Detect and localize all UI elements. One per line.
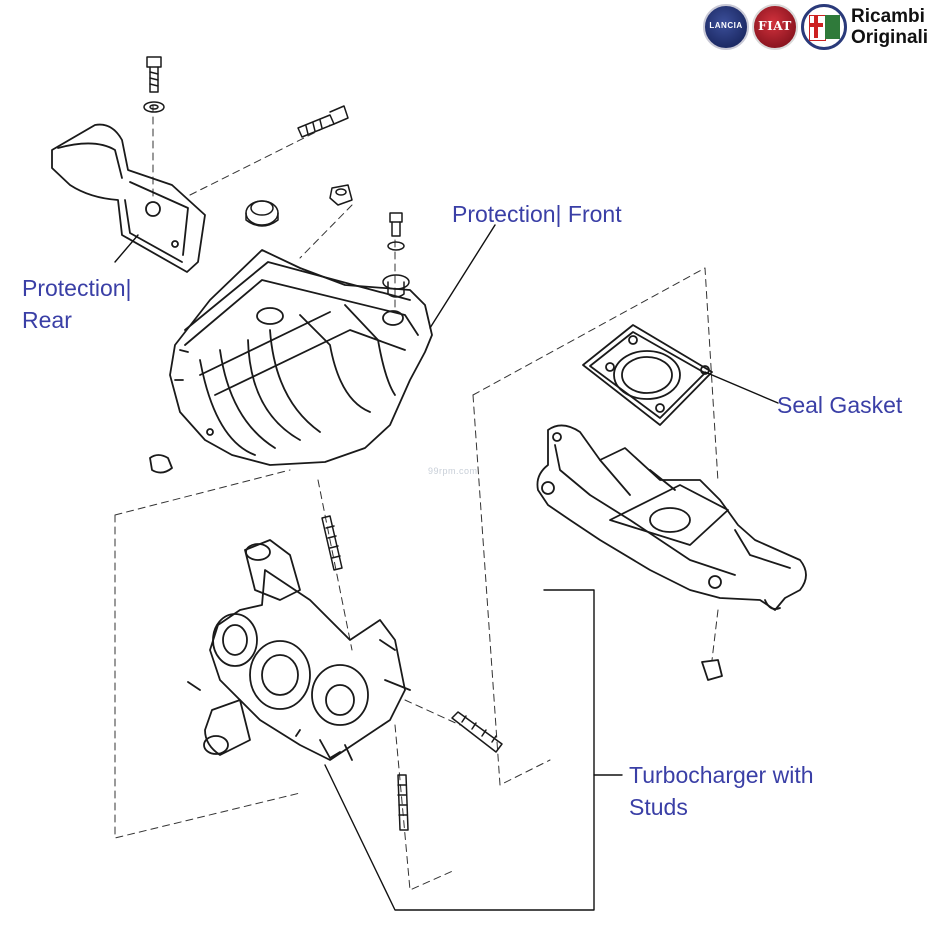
protection-rear-part [51, 123, 206, 273]
callout-seal-gasket: Seal Gasket [777, 389, 902, 421]
watermark-text: 99rpm.com [428, 466, 478, 476]
lancia-logo-icon: LANCIA [703, 4, 749, 50]
assembly-guide-lines [114, 104, 719, 891]
protection-front-part [149, 249, 433, 474]
callout-turbocharger: Turbocharger with Studs [629, 759, 814, 823]
stud-fasteners [321, 515, 503, 831]
alfa-cross-vertical [814, 16, 818, 38]
callout-protection-front-line-1: Protection| Front [452, 201, 622, 227]
alfa-serpent-panel [825, 15, 840, 39]
callout-protection-rear-line-1: Protection| [22, 275, 132, 301]
callout-leader-lines [114, 224, 779, 911]
callout-protection-rear-line-2: Rear [22, 307, 72, 333]
brand-line-1: Ricambi [851, 6, 925, 27]
alfa-romeo-logo-icon [801, 4, 847, 50]
brand-title: Ricambi Originali [851, 6, 928, 48]
callout-turbocharger-line-2: Studs [629, 794, 688, 820]
lancia-logo-text: LANCIA [709, 21, 743, 30]
callout-turbocharger-line-1: Turbocharger with [629, 762, 814, 788]
exhaust-manifold-part [536, 424, 807, 681]
callout-protection-front: Protection| Front [452, 198, 622, 230]
fiat-logo-text: FIAT [758, 19, 792, 33]
callout-seal-gasket-line-1: Seal Gasket [777, 392, 903, 418]
top-fasteners [143, 56, 410, 298]
seal-gasket-part [582, 324, 713, 426]
brand-header: LANCIA FIAT Ricambi Originali [703, 4, 943, 52]
alfa-cross-horizontal [810, 23, 823, 27]
brand-line-2: Originali [851, 27, 929, 48]
fiat-logo-icon: FIAT [752, 4, 798, 50]
callout-protection-rear: Protection| Rear [22, 272, 132, 336]
turbocharger-part [187, 539, 411, 761]
